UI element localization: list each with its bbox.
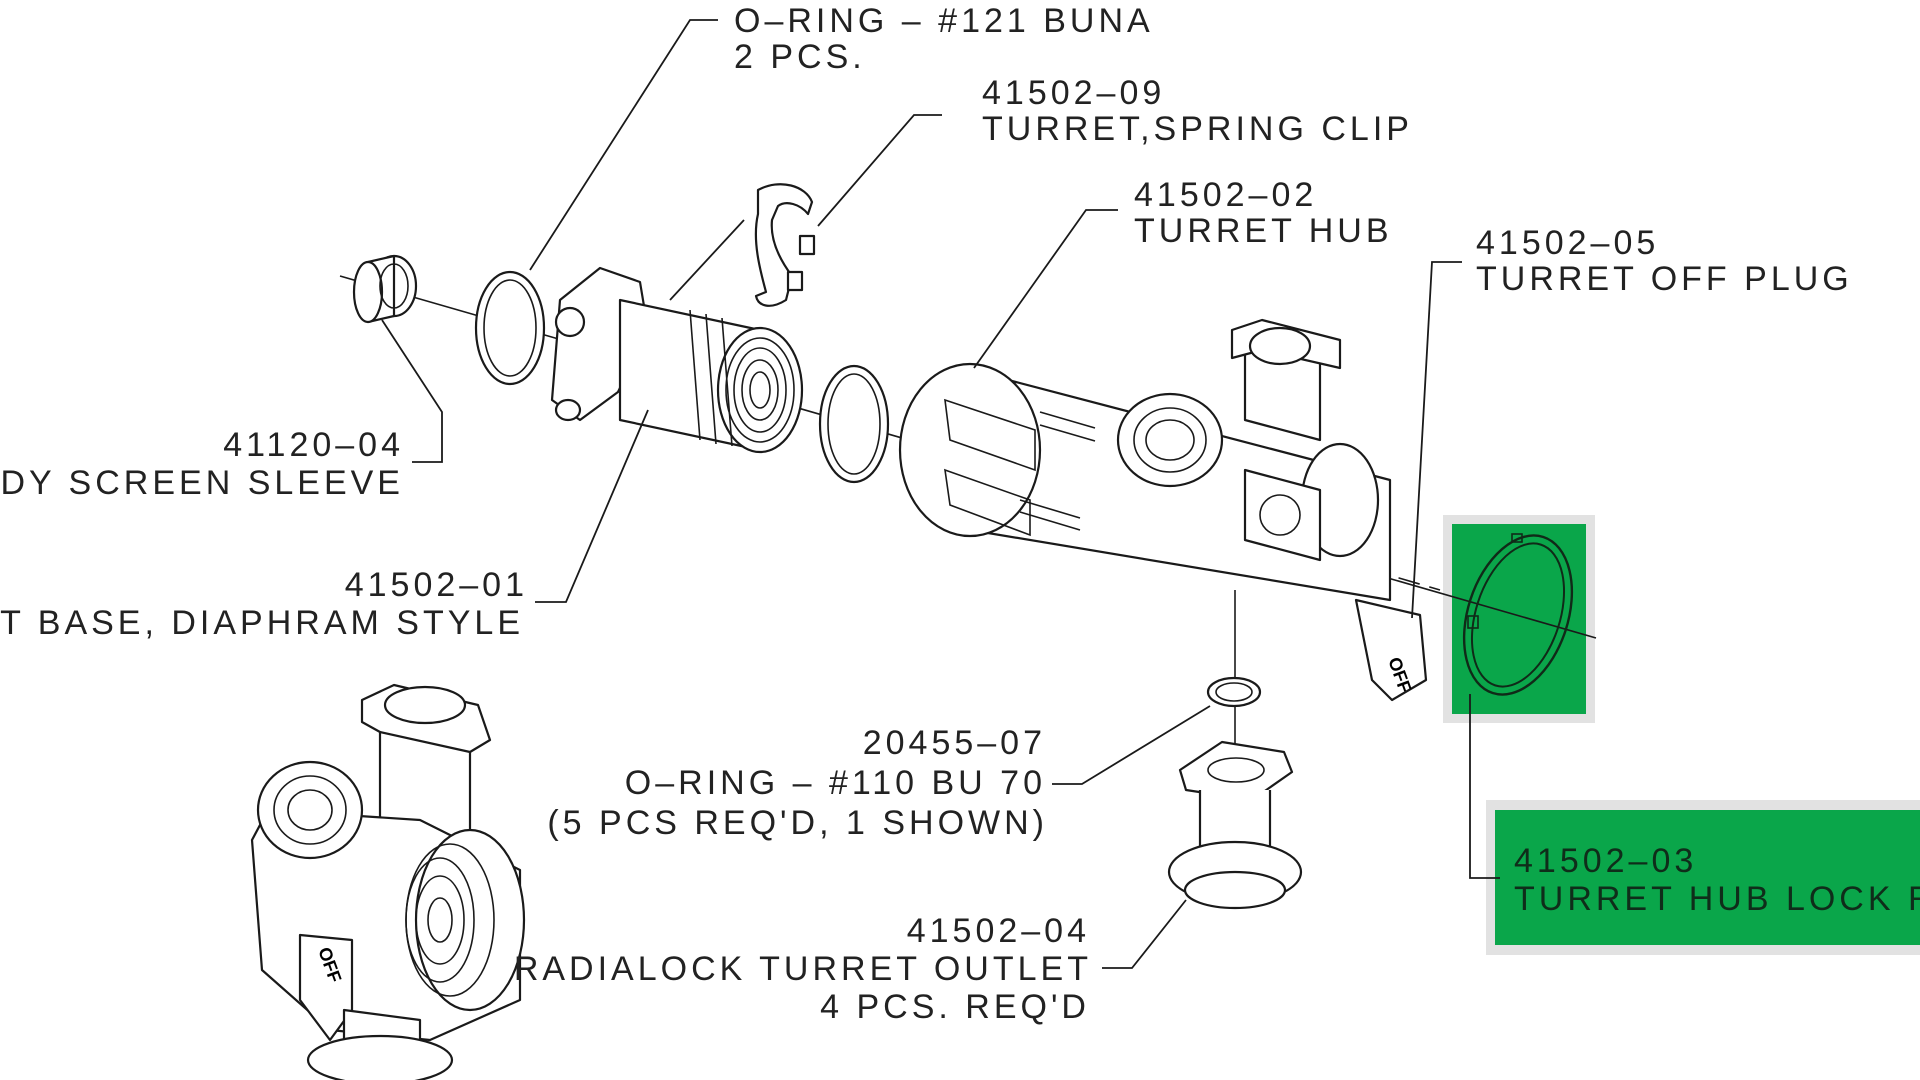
turret-base-part: [550, 266, 804, 454]
label-turret-hub: 41502–02 TURRET HUB: [1134, 176, 1393, 250]
label-turret-base-line1: 41502–01: [345, 566, 528, 604]
label-oring-121-line2: 2 PCS.: [734, 38, 866, 76]
turret-hub-part: [898, 318, 1392, 602]
label-outlet-line3: 4 PCS. REQ'D: [820, 988, 1090, 1026]
label-turret-base: 41502–01 TURRET BASE, DIAPHRAM STYLE: [0, 566, 528, 642]
lock-ring-label-highlight[interactable]: [1486, 800, 1920, 955]
label-body-screen-line2: BODY SCREEN SLEEVE: [0, 464, 404, 502]
oring-121-left-part: [474, 270, 546, 386]
body-screen-sleeve-part: [352, 254, 418, 324]
label-outlet: 41502–04 RADIALOCK TURRET OUTLET 4 PCS. …: [514, 912, 1092, 1026]
label-oring-110: 20455–07 O–RING – #110 BU 70 (5 PCS REQ'…: [547, 724, 1048, 842]
label-lock-ring-line1: 41502–03: [1514, 842, 1697, 880]
oring-110-part: [1206, 676, 1262, 708]
label-off-plug-line1: 41502–05: [1476, 224, 1659, 262]
radialock-outlet-part: [1167, 740, 1303, 910]
label-spring-clip-line1: 41502–09: [982, 74, 1165, 112]
leader-lines: [381, 19, 1500, 969]
label-turret-base-line2: TURRET BASE, DIAPHRAM STYLE: [0, 604, 524, 642]
assembled-turret-view: OFF: [250, 683, 526, 1080]
label-off-plug-line2: TURRET OFF PLUG: [1476, 260, 1853, 298]
label-outlet-line2: RADIALOCK TURRET OUTLET: [514, 950, 1092, 988]
label-outlet-line1: 41502–04: [907, 912, 1090, 950]
label-oring-110-line3: (5 PCS REQ'D, 1 SHOWN): [547, 804, 1048, 842]
label-body-screen-line1: 41120–04: [223, 426, 404, 464]
label-spring-clip: 41502–09 TURRET,SPRING CLIP: [982, 74, 1413, 148]
label-body-screen: 41120–04 BODY SCREEN SLEEVE: [0, 426, 404, 502]
label-oring-121: O–RING – #121 BUNA 2 PCS.: [734, 2, 1154, 76]
oring-121-right-part: [818, 364, 890, 484]
label-oring-121-line1: O–RING – #121 BUNA: [734, 2, 1154, 40]
label-off-plug: 41502–05 TURRET OFF PLUG: [1476, 224, 1853, 298]
label-oring-110-line1: 20455–07: [863, 724, 1046, 762]
label-lock-ring-line2: TURRET HUB LOCK RING: [1514, 880, 1920, 918]
label-oring-110-line2: O–RING – #110 BU 70: [625, 764, 1046, 802]
label-lock-ring[interactable]: 41502–03 TURRET HUB LOCK RING: [1514, 842, 1920, 918]
turret-hub-lock-ring-part: [1462, 533, 1574, 696]
label-turret-hub-line2: TURRET HUB: [1134, 212, 1393, 250]
spring-clip-part: [754, 183, 816, 307]
turret-off-plug-part: OFF: [1354, 598, 1428, 702]
label-spring-clip-line2: TURRET,SPRING CLIP: [982, 110, 1413, 148]
label-turret-hub-line1: 41502–02: [1134, 176, 1317, 214]
